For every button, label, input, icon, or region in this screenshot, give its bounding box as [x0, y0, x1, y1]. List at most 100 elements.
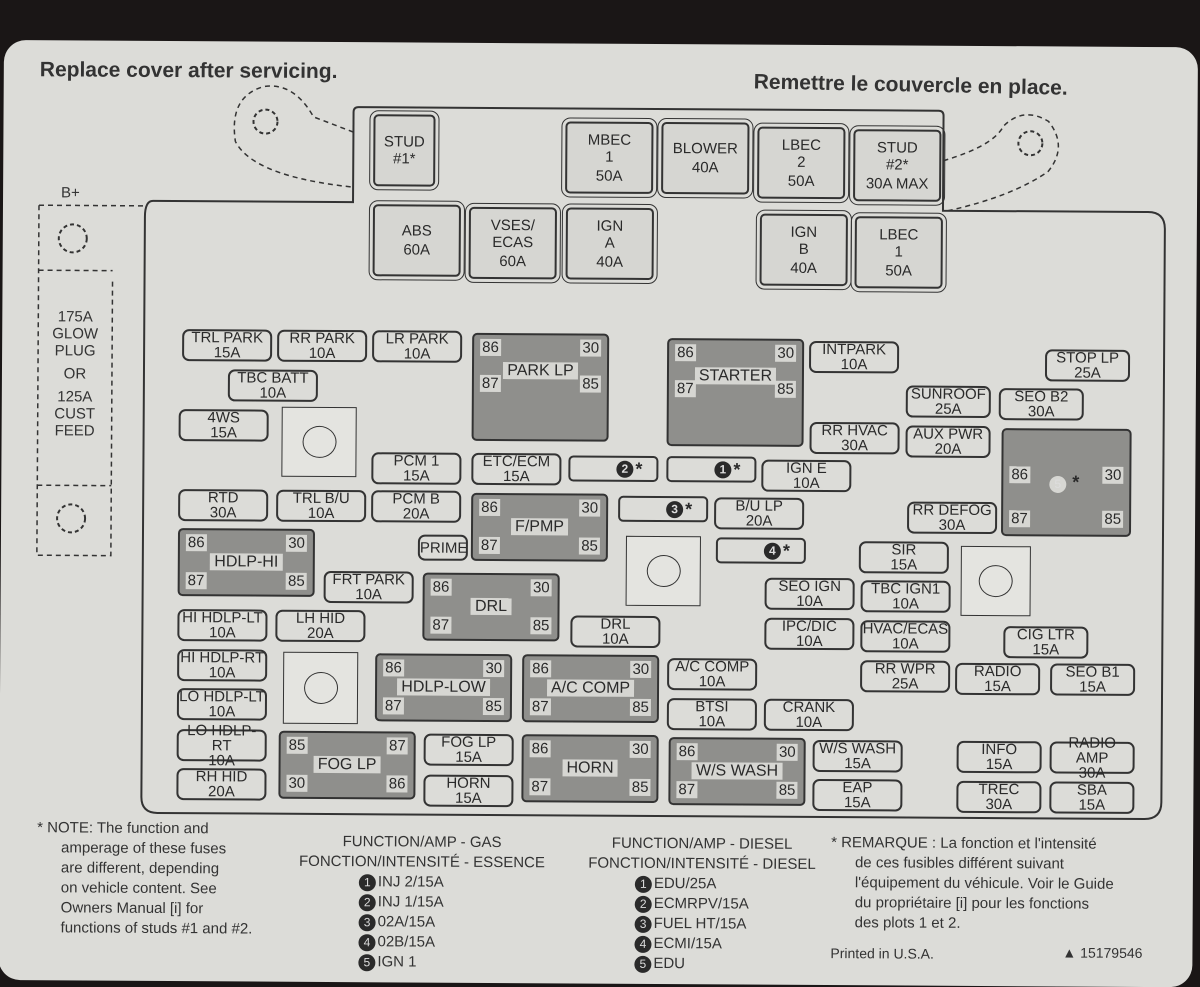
fuse-name: RTD [207, 489, 239, 507]
numbered-fuse-slot: 4* [715, 537, 806, 564]
fuse-name: PCM B [392, 490, 441, 508]
maxi-fuse-label: B [798, 240, 809, 258]
relay-label: HDLP-LOW [397, 678, 490, 696]
note-line: functions of studs #1 and #2. [60, 919, 253, 938]
left-strip-line: PLUG [54, 342, 96, 360]
relay-pin: 86 [530, 660, 551, 678]
maxi-fuse-label: BLOWER [672, 140, 738, 158]
fuse-amperage: 10A [355, 586, 383, 604]
numbered-fuse-slot: 2* [568, 455, 659, 483]
diesel-title-fr: FONCTION/INTENSITÉ - DIESEL [588, 854, 816, 873]
relay-name: HDLP-HI [180, 553, 313, 572]
relay-pin: 30 [579, 499, 601, 517]
relay-pin: 85 [1102, 510, 1124, 528]
fuse-name: RADIO [973, 662, 1022, 681]
relay-name: PARK LP [474, 362, 607, 381]
fuse-name: CIG LTR [1016, 626, 1075, 644]
fuse-name: LH HID [295, 609, 346, 628]
legend-text: 02B/15A [377, 933, 436, 951]
legend-number: 1 [358, 874, 376, 892]
legend-number: 5 [358, 954, 376, 972]
fuse-amperage: 10A [698, 713, 726, 731]
fuse-amperage: 15A [1032, 641, 1060, 659]
relay-pin: 30 [286, 534, 307, 552]
note-line: on vehicle content. See [60, 879, 217, 898]
fuse-name: EAP [842, 779, 873, 797]
left-strip-line: FEED [54, 422, 95, 440]
relay-pin: 86 [383, 659, 404, 677]
fuse-amperage: 10A [208, 664, 236, 682]
fuse-name: RR WPR [874, 660, 936, 678]
maxi-fuse-label: STUD [383, 133, 425, 151]
relay-label: F/PMP [511, 518, 569, 536]
legend-text: EDU [653, 954, 686, 973]
legend-number: 4 [358, 934, 376, 952]
fuse-name: B/U LP [735, 497, 783, 515]
fuse-name: IGN E [785, 459, 827, 478]
slot-number: 3 [666, 500, 684, 518]
fuse-name: IPC/DIC [781, 617, 837, 636]
slot-number: 2 [616, 460, 634, 478]
fuse-name: 4WS [207, 409, 240, 427]
legend-text: 02A/15A [377, 913, 436, 931]
relay-label: HORN [562, 759, 618, 777]
note-line: are different, depending [60, 859, 220, 878]
legend-number: 1 [634, 875, 652, 893]
relay-label: PARK LP [503, 362, 578, 380]
maxi-fuse-label: 60A [499, 252, 527, 270]
gas-title: FUNCTION/AMP - GAS [342, 833, 502, 852]
fuse-name: INFO [981, 740, 1018, 759]
fuse-amperage: 15A [985, 756, 1013, 774]
fuse-name: LO HDLP-RT [187, 721, 257, 754]
legend-text: IGN 1 [377, 953, 417, 971]
asterisk-mark: * [685, 498, 693, 519]
diesel-title: FUNCTION/AMP - DIESEL [611, 834, 793, 853]
fuse-amperage: 10A [601, 630, 629, 648]
relay-pin: 85 [530, 617, 552, 635]
fuse-name: SEO B2 [1014, 388, 1069, 406]
maxi-fuse-label: 40A [596, 253, 624, 271]
fuse-amperage: 20A [208, 783, 235, 801]
cavity-circle-icon [978, 564, 1013, 598]
part-number-value: 15179546 [1080, 944, 1143, 961]
left-strip-line: 175A [57, 308, 93, 326]
maxi-fuse-label: LBEC [879, 225, 919, 244]
b-plus-label: B+ [61, 184, 80, 202]
empty-cavity [625, 535, 701, 607]
fuse-amperage: 10A [795, 632, 823, 651]
legend-text: EDU/25A [653, 874, 717, 893]
slot-number: 1 [714, 460, 732, 478]
maxi-fuse-label: A [604, 234, 615, 252]
fuse-box-cover-label: Replace cover after servicing. Remettre … [0, 40, 1198, 987]
fuse-name: TRL B/U [292, 489, 350, 508]
fuse-amperage: 20A [745, 512, 773, 530]
relay-label: A/C COMP [546, 679, 635, 697]
asterisk-mark: * [1072, 472, 1080, 493]
legend-text: INJ 2/15A [377, 873, 444, 891]
fuse-name: SIR [891, 541, 917, 559]
